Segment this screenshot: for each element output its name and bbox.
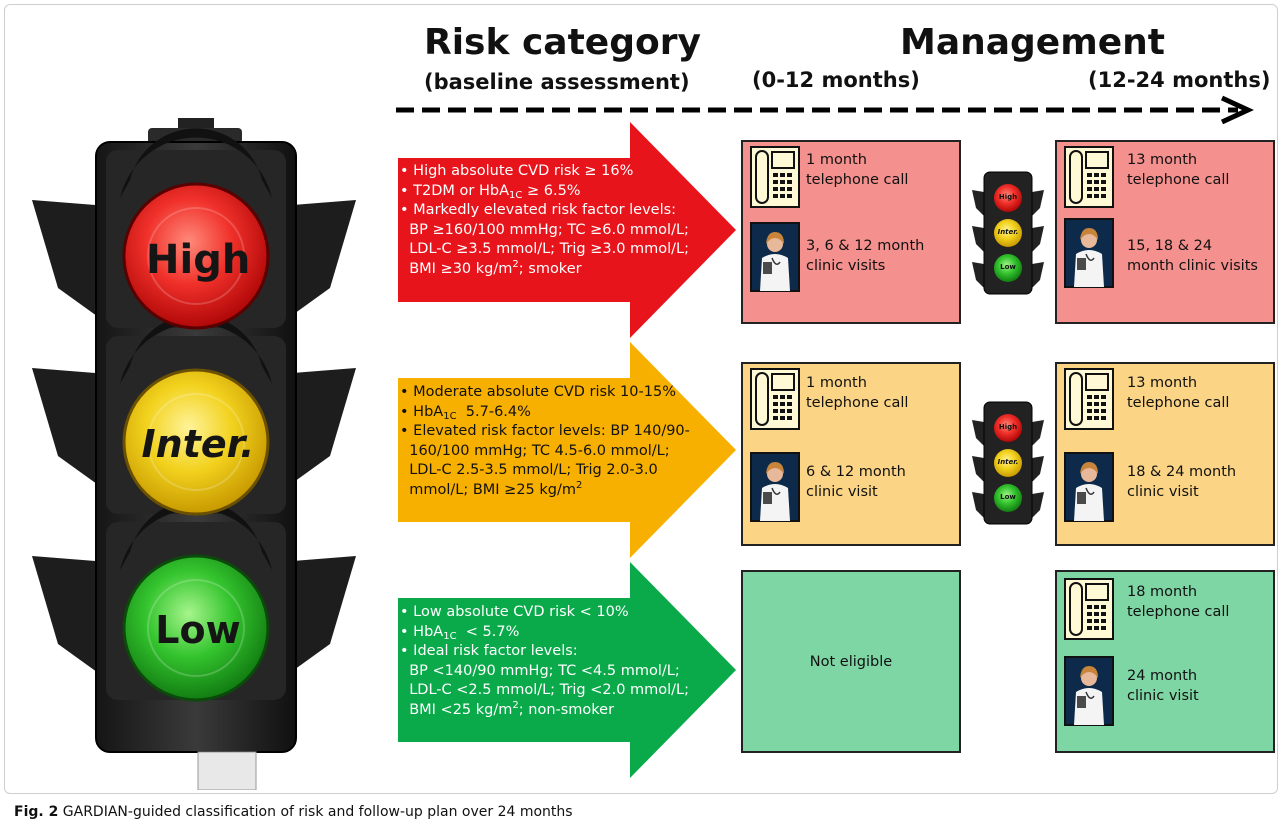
figure-frame <box>4 4 1278 794</box>
telephone-icon <box>1064 578 1114 640</box>
low-risk-criteria: • Low absolute CVD risk < 10% • HbA1C < … <box>400 603 689 720</box>
risk-category-subtitle: (baseline assessment) <box>424 70 690 94</box>
mini-inter-label-2: Inter. <box>997 458 1019 466</box>
traffic-light-illustration <box>32 118 356 790</box>
inter-criterion-5: LDL-C 2.5-3.5 mmol/L; Trig 2.0-3.0 <box>409 462 658 478</box>
mini-high-label-2: High <box>998 423 1018 431</box>
low-criterion-2: • HbA1C < 5.7% <box>400 623 520 642</box>
low-period1-box <box>741 570 961 753</box>
low-p1-not-eligible: Not eligible <box>809 654 893 670</box>
mini-inter-label-1: Inter. <box>997 228 1019 236</box>
doctor-icon <box>1064 656 1114 726</box>
doctor-icon <box>1064 452 1114 522</box>
low-criterion-5: LDL-C <2.5 mmol/L; Trig <2.0 mmol/L; <box>409 682 690 698</box>
inter-risk-arrow <box>398 342 736 558</box>
mini-high-label-1: High <box>998 193 1018 201</box>
high-criterion-4: BP ≥160/100 mmHg; TC ≥6.0 mmol/L; <box>409 221 689 238</box>
inter-criterion-1: • Moderate absolute CVD risk 10-15% <box>400 384 676 400</box>
low-criterion-3: • Ideal risk factor levels: <box>400 643 578 659</box>
high-risk-criteria: • High absolute CVD risk ≥ 16% • T2DM or… <box>400 162 689 279</box>
telephone-icon <box>1064 368 1114 430</box>
inter-criterion-2: • HbA1C 5.7-6.4% <box>400 403 531 422</box>
telephone-icon <box>1064 146 1114 208</box>
timeline-arrow <box>396 95 1254 125</box>
high-criterion-1: • High absolute CVD risk ≥ 16% <box>400 163 634 179</box>
inter-criterion-6: mmol/L; BMI ≥25 kg/m2 <box>409 479 583 498</box>
mini-traffic-light-high <box>972 171 1044 295</box>
telephone-icon <box>750 146 800 208</box>
period-12-24-label: (12-24 months) <box>1088 68 1271 92</box>
high-risk-arrow <box>398 122 736 338</box>
mini-traffic-light-inter <box>972 401 1044 525</box>
inter-risk-criteria: • Moderate absolute CVD risk 10-15% • Hb… <box>400 383 690 500</box>
low-criterion-1: • Low absolute CVD risk < 10% <box>400 604 629 620</box>
light-label-low: Low <box>155 608 241 652</box>
low-risk-arrow <box>398 562 736 778</box>
light-label-inter: Inter. <box>141 422 255 466</box>
low-criterion-4: BP <140/90 mmHg; TC <4.5 mmol/L; <box>409 662 680 679</box>
mini-low-label-1: Low <box>1000 263 1016 271</box>
inter-criterion-3: • Elevated risk factor levels: BP 140/90… <box>400 423 690 439</box>
telephone-icon <box>750 368 800 430</box>
management-title: Management <box>900 22 1165 63</box>
high-criterion-6: BMI ≥30 kg/m2; smoker <box>409 258 582 277</box>
doctor-icon <box>750 222 800 292</box>
period-0-12-label: (0-12 months) <box>752 68 920 92</box>
high-criterion-2: • T2DM or HbA1C ≥ 6.5% <box>400 182 581 201</box>
figure-caption: Fig. 2 GARDIAN-guided classification of … <box>14 804 573 820</box>
high-criterion-5: LDL-C ≥3.5 mmol/L; Trig ≥3.0 mmol/L; <box>409 241 690 257</box>
doctor-icon <box>1064 218 1114 288</box>
inter-criterion-4: 160/100 mmHg; TC 4.5-6.0 mmol/L; <box>409 442 670 459</box>
low-criterion-6: BMI <25 kg/m2; non-smoker <box>409 699 615 718</box>
mini-low-label-2: Low <box>1000 493 1016 501</box>
high-criterion-3: • Markedly elevated risk factor levels: <box>400 202 677 218</box>
light-label-high: High <box>146 237 251 283</box>
risk-category-title: Risk category <box>424 22 701 63</box>
doctor-icon <box>750 452 800 522</box>
